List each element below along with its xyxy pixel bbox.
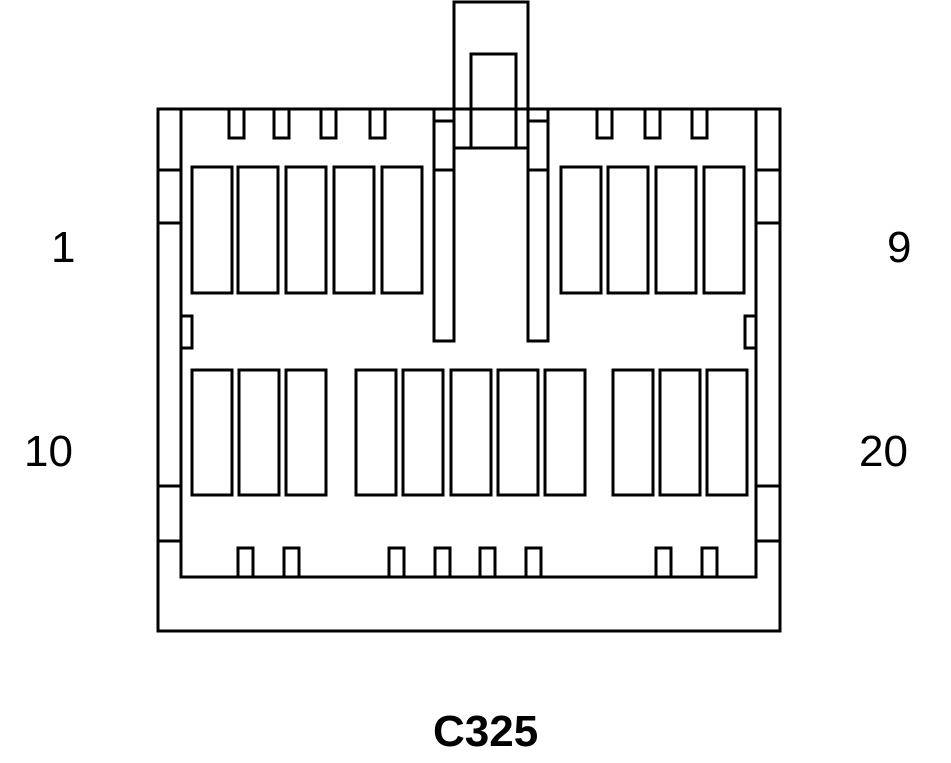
bottom-tab: [387, 546, 406, 579]
pin-cavity-6: [559, 165, 603, 295]
left-side-key: [179, 314, 194, 350]
pin-label-bottom-left: 10: [24, 427, 73, 476]
pin-cavity-15: [449, 368, 493, 497]
pin-cavity-9: [702, 165, 746, 295]
bottom-tab: [524, 546, 543, 579]
pin-cavity-7: [606, 165, 650, 295]
bottom-tab: [478, 546, 497, 579]
pin-label-top-left: 1: [51, 223, 76, 272]
pin-label-top-right: 9: [887, 223, 912, 272]
pin-cavity-1: [190, 165, 234, 295]
pin-cavity-10: [190, 368, 234, 497]
connector-id-label: C325: [433, 707, 539, 756]
pin-cavity-8: [654, 165, 698, 295]
top-tab: [595, 107, 614, 140]
top-tab: [643, 107, 662, 140]
guide-rail-left: [432, 107, 456, 343]
pin-cavity-2: [236, 165, 280, 295]
pin-cavity-14: [401, 368, 445, 497]
pin-cavity-19: [658, 368, 702, 497]
top-tab: [319, 107, 338, 140]
guide-rail-right: [526, 107, 550, 343]
top-tab: [368, 107, 387, 140]
pin-cavity-20: [705, 368, 749, 497]
bottom-tab: [654, 546, 673, 579]
pin-cavity-12: [284, 368, 328, 497]
top-tab: [690, 107, 709, 140]
pin-cavity-3: [284, 165, 328, 295]
bottom-tab: [433, 546, 452, 579]
bottom-tab: [236, 546, 255, 579]
top-tab: [227, 107, 246, 140]
locking-tab-inner: [469, 52, 518, 150]
pin-cavity-11: [237, 368, 281, 497]
pin-cavity-4: [332, 165, 376, 295]
pin-cavity-16: [496, 368, 540, 497]
bottom-tab: [700, 546, 719, 579]
pin-label-bottom-right: 20: [859, 427, 908, 476]
bottom-tab: [282, 546, 301, 579]
connector-housing-inner: [179, 107, 758, 579]
top-tab: [272, 107, 291, 140]
pin-cavity-13: [354, 368, 398, 497]
right-side-key: [743, 314, 758, 350]
pin-cavity-18: [611, 368, 655, 497]
pin-cavity-17: [543, 368, 587, 497]
pin-cavity-5: [380, 165, 424, 295]
